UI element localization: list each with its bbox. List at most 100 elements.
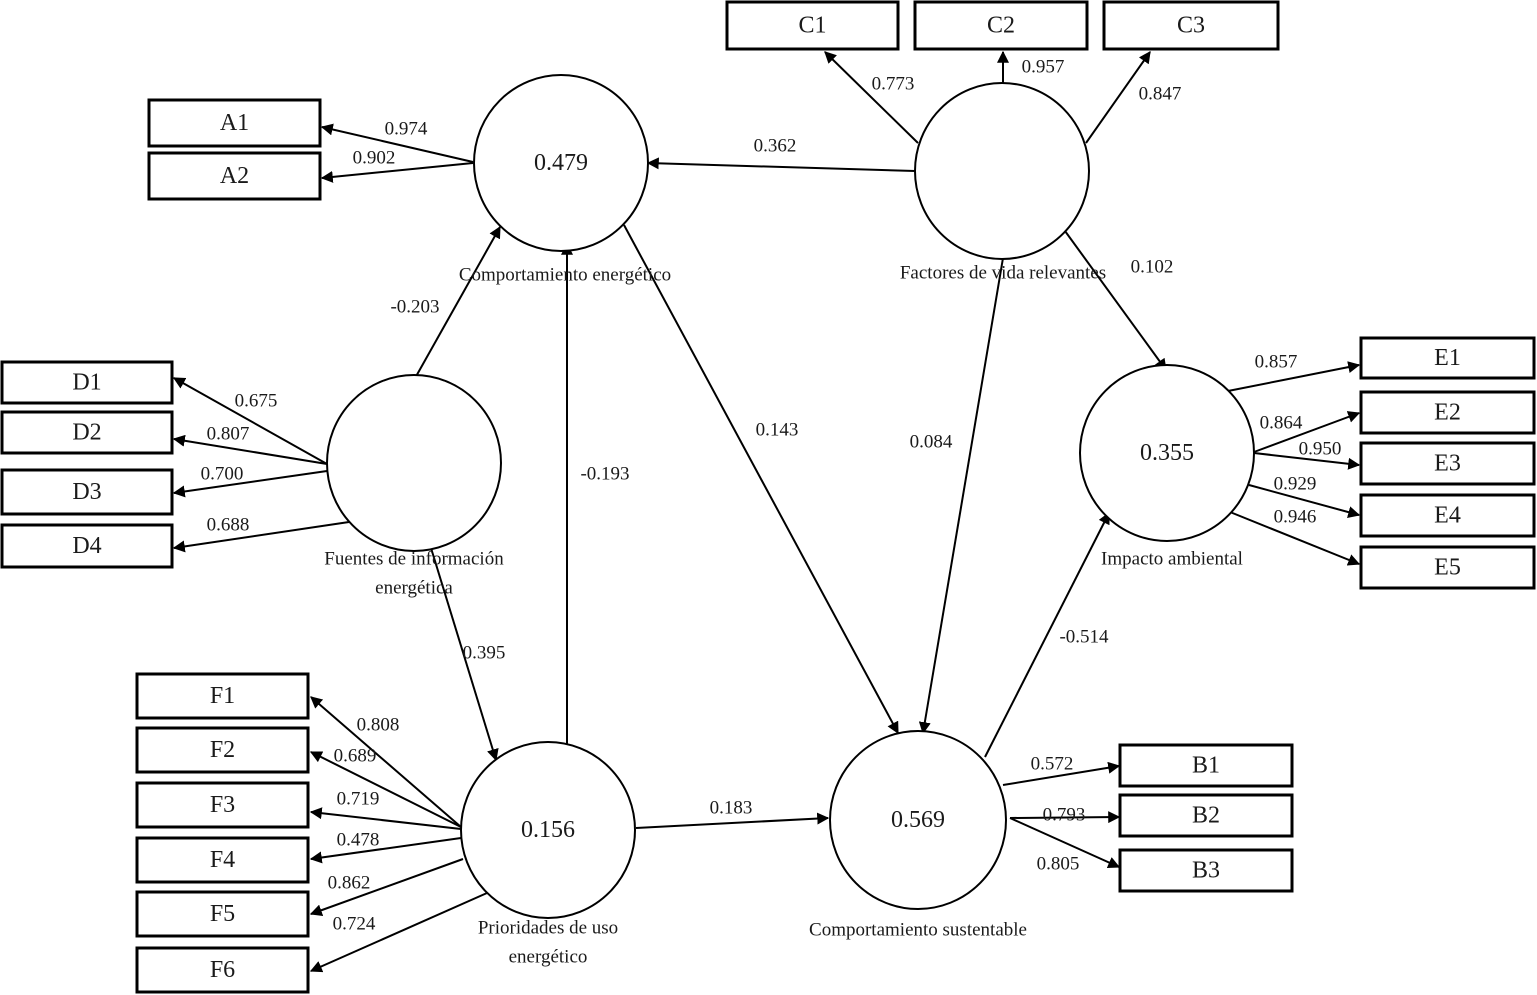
construct-circle-pu [460,741,636,919]
construct-circle-fv [914,82,1090,260]
loading-arrow-b1 [1002,761,1121,786]
path-arrow-fv-cs [918,257,1004,735]
path-coef-ce-cs: 0.143 [756,420,799,441]
path-arrow-fv-ia [1064,230,1167,371]
indicator-label-f1: F1 [210,683,235,709]
indicator-box-a1 [147,98,322,148]
loading-arrow-f2 [309,751,462,828]
loading-arrow-f6 [309,892,488,973]
indicator-box-f4 [135,836,310,884]
indicator-label-d3: D3 [72,479,101,505]
path-coef-pu-cs: 0.183 [710,798,753,819]
path-arrow-fi-pu [430,547,499,762]
loading-label-d2: 0.807 [207,424,250,445]
construct-name-cs: Comportamiento sustentable [809,920,1027,941]
indicator-box-b3 [1118,848,1294,893]
path-arrow-cs-ia [984,511,1110,758]
path-arrow-fi-ce [413,225,501,381]
loading-label-b3: 0.805 [1037,854,1080,875]
construct-name-fi: Fuentes de información [324,549,504,570]
path-arrow-pu-cs [635,812,830,829]
loading-label-a2: 0.902 [353,148,396,169]
indicator-label-f5: F5 [210,901,235,927]
indicator-box-a2 [147,151,322,201]
indicator-label-f2: F2 [210,737,235,763]
r-squared-ia: 0.355 [1140,440,1194,466]
indicator-label-e2: E2 [1434,400,1461,426]
indicator-box-f6 [135,946,310,994]
loading-arrow-f4 [309,837,462,864]
construct-name-pu: Prioridades de uso [478,918,618,939]
indicator-label-e5: E5 [1434,555,1461,581]
loading-label-b2: 0.793 [1043,805,1086,826]
loading-label-d1: 0.675 [235,391,278,412]
indicator-label-c3: C3 [1177,13,1205,39]
loading-label-e4: 0.929 [1274,474,1317,495]
r-squared-cs: 0.569 [891,807,945,833]
loading-arrow-d4 [172,521,350,553]
indicator-label-c1: C1 [798,13,826,39]
indicator-label-d2: D2 [72,420,101,446]
indicator-label-a2: A2 [220,163,249,189]
indicator-label-b3: B3 [1192,858,1220,884]
loading-arrow-f5 [309,858,464,916]
indicator-label-a1: A1 [220,110,249,136]
construct-name-fi: energética [375,578,453,599]
indicator-box-c3 [1102,0,1280,51]
loading-label-f2: 0.689 [334,746,377,767]
indicator-box-e4 [1359,493,1536,538]
loading-arrow-e4 [1248,484,1361,518]
loading-label-e3: 0.950 [1299,439,1342,460]
path-coef-fv-cs: 0.084 [910,432,953,453]
indicator-label-e3: E3 [1434,451,1461,477]
loading-arrow-e1 [1227,361,1361,392]
indicator-label-d1: D1 [72,370,101,396]
construct-name-ia: Impacto ambiental [1101,549,1243,570]
path-coef-fi-ce: -0.203 [390,297,439,318]
construct-circle-ce [473,74,649,252]
loading-label-d4: 0.688 [207,515,250,536]
construct-circle-cs [829,730,1007,910]
loading-label-e1: 0.857 [1255,352,1298,373]
indicator-label-b2: B2 [1192,803,1220,829]
loading-arrow-b2 [1009,811,1121,824]
loading-arrow-c3 [1085,51,1151,144]
construct-name-pu: energético [509,947,588,968]
loading-label-f1: 0.808 [357,715,400,736]
construct-name-fv: Factores de vida relevantes [900,263,1106,284]
loading-label-c3: 0.847 [1139,84,1182,105]
indicator-label-f3: F3 [210,792,235,818]
loading-label-f5: 0.862 [328,873,371,894]
indicator-label-f6: F6 [210,957,235,983]
loading-arrow-c1 [824,51,919,144]
indicator-box-d2 [0,410,174,455]
r-squared-pu: 0.156 [521,817,575,843]
loading-arrow-d1 [172,377,328,465]
loading-label-f3: 0.719 [337,789,380,810]
indicator-box-b1 [1118,743,1294,788]
loading-arrow-e2 [1253,411,1361,453]
loading-label-a1: 0.974 [385,119,428,140]
path-coef-fv-ia: 0.102 [1131,257,1174,278]
indicator-box-d3 [0,468,174,516]
loading-label-f6: 0.724 [333,914,376,935]
loading-label-f4: 0.478 [337,830,380,851]
indicator-box-e3 [1359,441,1536,486]
indicator-box-f5 [135,890,310,938]
indicator-box-c2 [913,0,1089,51]
loading-arrow-f1 [310,696,462,828]
indicator-box-f2 [135,726,310,774]
indicator-box-e2 [1359,390,1536,435]
loading-arrow-b3 [1009,817,1121,869]
indicator-label-b1: B1 [1192,753,1220,779]
indicator-label-e4: E4 [1434,503,1461,529]
loading-label-e2: 0.864 [1260,413,1303,434]
loading-label-d3: 0.700 [201,464,244,485]
loading-label-c1: 0.773 [872,74,915,95]
r-squared-ce: 0.479 [534,150,588,176]
indicator-box-e5 [1359,545,1536,590]
loading-label-c2: 0.957 [1022,57,1065,78]
path-coef-pu-ce: -0.193 [580,464,629,485]
indicator-box-d4 [0,523,174,569]
